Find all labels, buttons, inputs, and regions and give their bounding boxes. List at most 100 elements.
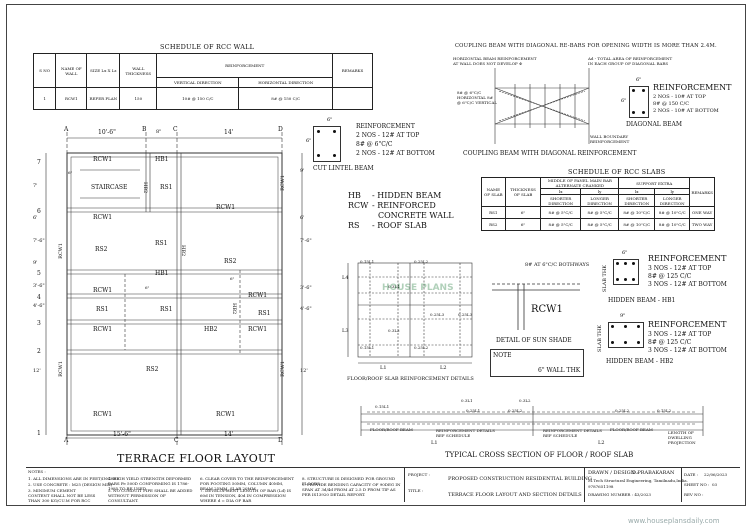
room-rcw1-vert-right: RCW1	[280, 175, 286, 191]
slab-col-name: NAME OF SLAB	[481, 177, 506, 207]
slab-reinf-h: 0.25L3	[458, 312, 473, 317]
xsec-d: 0.25L1	[466, 408, 481, 413]
coupling-beam-title: COUPLING BEAM WITH DIAGONAL RE-BARS FOR …	[455, 43, 717, 49]
col-size: SIZE Lx X Lz	[86, 53, 121, 88]
col-thickness: WALL THICKNESS	[119, 53, 158, 88]
room-six-2: 6"	[145, 285, 150, 290]
room-rs1-top: RS1	[160, 184, 173, 191]
room-hb2-mid: HB2	[180, 245, 186, 257]
room-rcw1-vert-left: RCW1	[58, 243, 64, 259]
grid-top-b: B	[142, 126, 147, 133]
dim-left-4: 9'	[33, 260, 38, 266]
slab-reinf-l1: L1	[380, 365, 387, 371]
coupling-section-depth: 6"	[621, 98, 627, 104]
room-hb2-stair: HB2	[142, 182, 148, 194]
hb1-width: 6"	[622, 250, 628, 256]
room-rs1-3: RS1	[96, 306, 109, 313]
grid-top-c: C	[173, 126, 178, 133]
date-value: 22/06/2023	[704, 472, 728, 477]
grid-left-4: 4	[37, 294, 41, 301]
sunshade-wall-thk: 6" WALL THK	[538, 367, 581, 374]
terrace-plan-drawing	[45, 132, 303, 445]
grid-left-1: 1	[37, 430, 41, 437]
dim-right-4: 3'-6"	[300, 285, 312, 291]
hb2-caption: HIDDEN BEAM - HB2	[606, 358, 674, 365]
note-5: 5. NO CONDUIT PIPE SHALL BE ADDED WITHOU…	[108, 488, 193, 503]
room-hb1-mid: HB1	[155, 270, 169, 277]
rcc-wall-schedule-title: SCHEDULE OF RCC WALL	[160, 43, 255, 51]
cell-vertical: 10# @ 150 C/C	[156, 87, 240, 110]
xsec-l2: L2	[598, 440, 605, 446]
hb2-reinf-1: 3 NOS - 12# AT TOP	[648, 331, 712, 338]
legend-desc-rcw: - REINFORCED	[372, 201, 436, 210]
room-staircase: STAIRCASE	[91, 184, 128, 191]
slab-rs1-a: 8# @ 5"C/C	[540, 206, 581, 219]
coupling-note-ad: Ad - TOTAL AREA OF REINFORCEMENT IN EACH…	[588, 56, 673, 66]
project-label: PROJECT :	[408, 472, 430, 477]
cell-thickness: 150	[119, 87, 158, 110]
note-9: 9. PROVIDE BENDING CAPACITY OF 90DEG IN …	[302, 482, 401, 497]
dim-right-1: 9'	[300, 168, 305, 174]
hb1-reinf-1: 3 NOS - 12# AT TOP	[648, 265, 712, 272]
dim-right-6: 12'	[300, 368, 308, 374]
dim-top-1: 10'-6"	[98, 129, 116, 136]
dim-top-3: 14'	[224, 129, 234, 136]
room-rs2-3: RS2	[146, 366, 159, 373]
note-7: 7. DEVELOPMENT LENGTH OF BAR (Ld) IS 60d…	[200, 488, 292, 503]
slab-rs1-c: 8# @ 10"C/C	[618, 206, 656, 219]
xsec-a: 0.15L1	[375, 404, 390, 409]
col-name: NAME OF WALL	[55, 53, 88, 88]
xsec-slab-level: FLOOR/ROOF BEAM	[370, 427, 413, 432]
lintel-reinf-1: 2 NOS - 12# AT TOP	[356, 132, 420, 139]
slab-rs2-name: RS2	[481, 218, 506, 231]
xsec-e: 0.25L2	[508, 408, 523, 413]
slab-rs1-d: 8# @ 10"C/C	[654, 206, 691, 219]
sunshade-note-label: NOTE	[493, 352, 512, 359]
drawn-label: DRAWN / DESIGN :	[588, 470, 639, 476]
room-rs1-5: RS1	[258, 310, 271, 317]
slab-schedule-title: SCHEDULE OF RCC SLABS	[568, 168, 666, 176]
date-label: DATE :	[684, 472, 699, 477]
hb1-reinf-title: REINFORCEMENT	[648, 254, 727, 263]
coupling-reinf-1: 2 NOS - 10# AT TOP	[653, 94, 706, 100]
hb2-section	[608, 322, 644, 348]
slab-reinf-b: 0.25L2	[414, 259, 429, 264]
website-watermark: www.houseplansdaily.com	[628, 517, 720, 525]
slab-col-short1: SHORTER DIRECTION	[540, 194, 581, 207]
lintel-caption: CUT LINTEL BEAM	[313, 165, 374, 172]
grid-left-5: 5	[37, 270, 41, 277]
note-1: 1. ALL DIMENSIONS ARE IN FEET/INCHES	[28, 476, 120, 481]
slab-rs2-b: 8# @ 5"C/C	[579, 218, 620, 231]
note-8: 8. STRUCTURE IS DESIGNED FOR GROUND FLOO…	[302, 476, 396, 486]
hb2-depth: SLAB THK	[597, 325, 603, 353]
cell-name: RCW1	[55, 87, 88, 110]
sheet-border	[6, 4, 746, 506]
room-rs2-1: RS2	[95, 246, 108, 253]
room-rcw1-mid6: RCW1	[248, 326, 268, 333]
room-hb2-low: HB2	[231, 303, 237, 315]
hb1-caption: HIDDEN BEAM - HB1	[608, 297, 676, 304]
grid-top-d: D	[278, 126, 283, 133]
slab-reinf-e: 0.3L4	[388, 284, 400, 289]
note-4: 4. HIGH YIELD STRENGTH DEFORMED BARS Fe …	[108, 476, 192, 491]
coupling-reinf-title: REINFORCEMENT	[653, 83, 732, 92]
grid-left-2: 2	[37, 348, 41, 355]
diagonal-beam-caption: DIAGONAL BEAM	[626, 121, 682, 128]
cell-sno: 1	[32, 87, 57, 110]
dim-left-7: 12'	[33, 368, 41, 374]
col-remarks: REMARKS	[332, 53, 373, 88]
rcc-wall-schedule-table: S NO NAME OF WALL SIZE Lx X Lz WALL THIC…	[32, 53, 373, 110]
room-hb2-horiz: HB2	[204, 326, 218, 333]
drawn-qual: M.Tech Structural Engineering, Tamilnadu…	[588, 478, 688, 483]
drawing-number: DRAWING NUMBER : 43/2023	[588, 492, 651, 497]
room-rs2-2: RS2	[224, 258, 237, 265]
slab-rs2-rem: TWO WAY	[689, 218, 715, 231]
room-rcw1-bottom-right: RCW1	[216, 411, 236, 418]
coupling-note-boundary: WALL BOUNDARY REINFORCEMENT	[590, 134, 630, 144]
slab-reinf-f: 0.3L3	[388, 328, 400, 333]
slab-rs2-thk: 6"	[504, 218, 542, 231]
sunshade-wall-label: RCW1	[531, 304, 563, 315]
col-sno: S NO	[32, 53, 57, 88]
slab-rs2-a: 8# @ 5"C/C	[540, 218, 581, 231]
